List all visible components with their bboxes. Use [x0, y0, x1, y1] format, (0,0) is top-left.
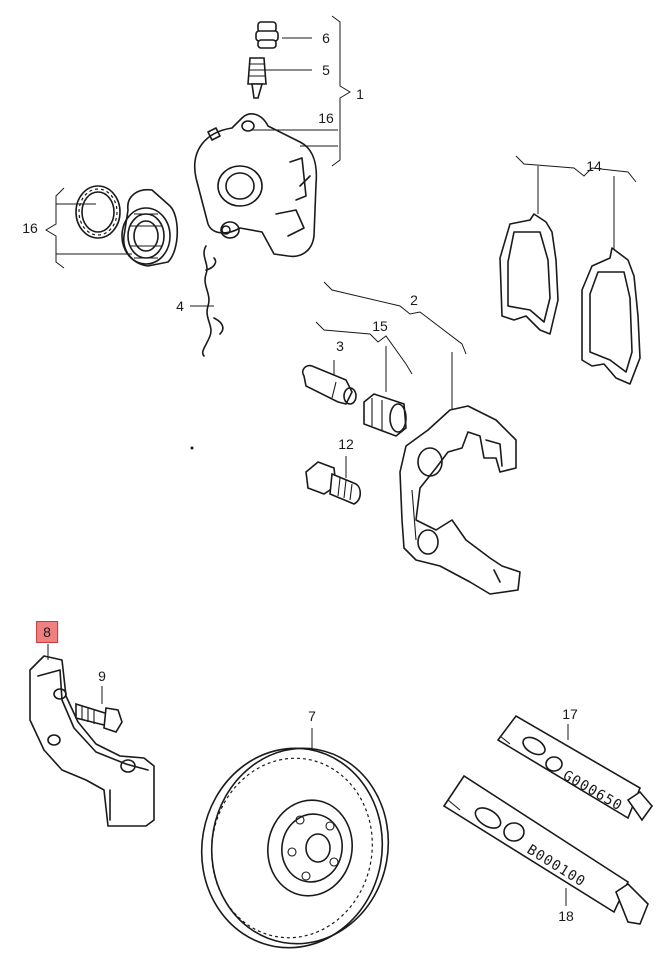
callout-9[interactable]: 9: [98, 668, 106, 684]
part-14-brake-pads[interactable]: [499, 213, 641, 385]
part-16-seal-kit[interactable]: [75, 185, 179, 267]
callout-2[interactable]: 2: [410, 292, 418, 308]
part-4-spring-clip[interactable]: [201, 245, 224, 357]
callout-16-top[interactable]: 16: [318, 110, 334, 126]
part-18-paste-tube[interactable]: B000100: [442, 774, 649, 925]
callout-5[interactable]: 5: [322, 62, 330, 78]
part-17-grease-tube[interactable]: G000650: [496, 714, 654, 822]
bracket-part-15: [315, 321, 413, 375]
callout-3[interactable]: 3: [336, 338, 344, 354]
callout-16-left[interactable]: 16: [22, 220, 38, 236]
callout-7[interactable]: 7: [308, 708, 316, 724]
callout-8-highlighted[interactable]: 8: [36, 621, 58, 643]
bracket-part-1: [331, 15, 351, 167]
part-5-bleeder-screw[interactable]: [247, 57, 267, 99]
callout-15[interactable]: 15: [372, 318, 388, 334]
part-3-guide-bolt[interactable]: [301, 364, 357, 405]
bracket-part-2: [323, 281, 467, 355]
part-6-bleeder-cap[interactable]: [255, 21, 279, 49]
callout-14[interactable]: 14: [586, 158, 602, 174]
part-12-bolt[interactable]: [305, 461, 362, 505]
part-7-brake-disc[interactable]: [186, 734, 404, 960]
callout-6[interactable]: 6: [322, 30, 330, 46]
callout-1[interactable]: 1: [356, 86, 364, 102]
callout-12[interactable]: 12: [338, 436, 354, 452]
part-2-brake-carrier[interactable]: [399, 405, 521, 595]
bracket-part-16-left: [45, 187, 65, 269]
part-9-bolt[interactable]: [75, 702, 123, 733]
part-8-cover-plate[interactable]: [29, 655, 155, 827]
callout-17[interactable]: 17: [562, 706, 578, 722]
part-1-caliper-housing[interactable]: [193, 113, 318, 258]
part-15-guide-sleeve[interactable]: [363, 393, 407, 437]
callout-4[interactable]: 4: [176, 298, 184, 314]
bracket-part-14: [515, 155, 637, 183]
callout-18[interactable]: 18: [558, 908, 574, 924]
